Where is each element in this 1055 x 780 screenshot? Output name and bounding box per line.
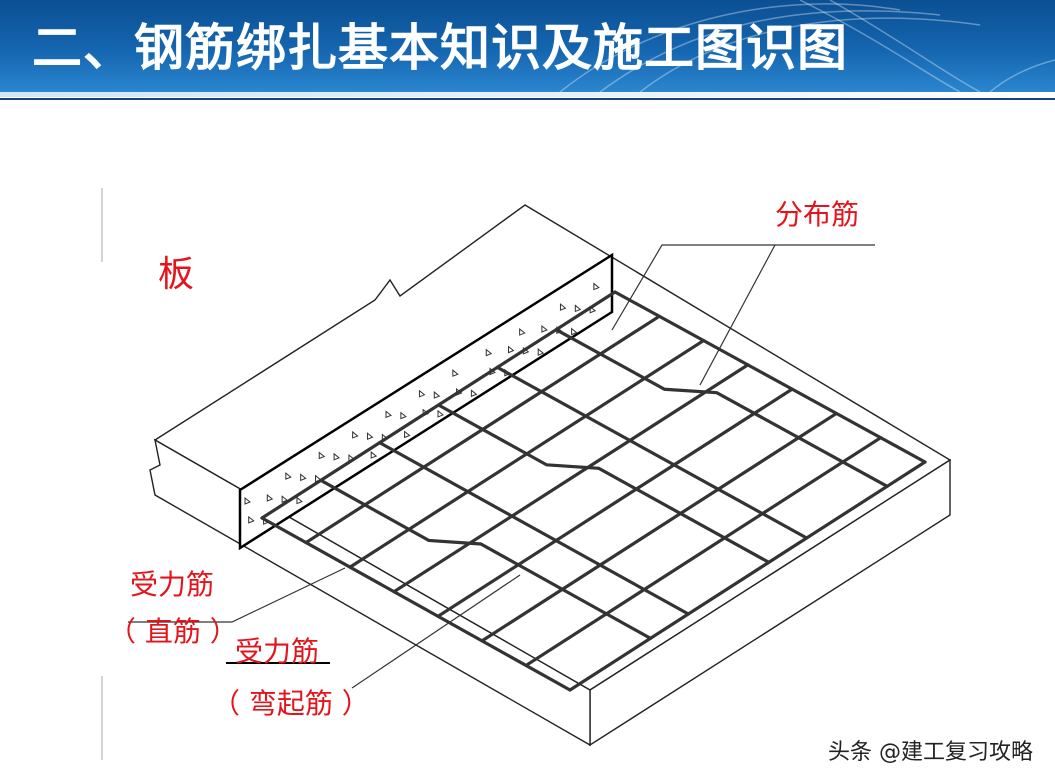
aggregate-mark xyxy=(300,473,307,482)
distribution-bar xyxy=(480,411,839,643)
aggregate-mark xyxy=(519,327,526,336)
aggregate-mark xyxy=(485,348,493,357)
header-divider xyxy=(0,92,1055,97)
aggregate-mark xyxy=(385,410,393,419)
aggregate-mark xyxy=(248,515,255,524)
straight-main-bar xyxy=(260,516,572,692)
straight-main-bar xyxy=(613,290,927,464)
straight-main-bar xyxy=(495,365,809,540)
leader-bent-bar xyxy=(351,574,521,689)
distribution-bar xyxy=(436,387,794,618)
watermark: 头条 @建工复习攻略 xyxy=(828,740,1033,765)
element-label: 板 xyxy=(158,254,195,295)
aggregate-mark xyxy=(437,409,444,418)
header-swoosh-decoration xyxy=(559,0,1055,92)
straight-bar-sublabel: （ 直筋 ） xyxy=(108,615,238,648)
bent-bar-sublabel: （ 弯起筋 ） xyxy=(212,687,370,720)
leader-straight-bar xyxy=(128,567,346,623)
aggregate-mark xyxy=(244,496,251,505)
aggregate-mark xyxy=(593,282,600,291)
aggregate-mark xyxy=(400,411,407,420)
aggregate-mark xyxy=(285,472,292,480)
aggregate-mark xyxy=(508,345,515,354)
page-title: 二、钢筋绑扎基本知识及施工图识图 xyxy=(32,19,848,77)
aggregate-mark xyxy=(296,496,303,505)
slab-section xyxy=(238,252,614,551)
aggregate-mark xyxy=(418,389,426,398)
header-divider-line xyxy=(0,98,1055,100)
straight-bar-label: 受力筋 xyxy=(130,568,215,601)
rebar-grid xyxy=(260,290,927,692)
aggregate-mark xyxy=(370,451,378,459)
straight-main-bar xyxy=(378,441,690,616)
aggregate-mark xyxy=(266,493,274,502)
bent-main-bar xyxy=(319,478,653,640)
aggregate-mark xyxy=(318,451,326,460)
aggregate-mark xyxy=(352,430,359,439)
aggregate-mark xyxy=(574,304,582,313)
distribution-bar xyxy=(568,460,927,692)
aggregate-mark xyxy=(366,432,374,440)
aggregate-mark xyxy=(537,348,545,356)
aggregate-mark xyxy=(281,495,289,504)
aggregate-mark xyxy=(433,391,441,399)
aggregate-mark xyxy=(452,369,459,377)
aggregate-mark xyxy=(541,324,548,333)
bent-main-bar xyxy=(554,328,889,488)
aggregate-mark xyxy=(571,327,578,336)
distribution-bar xyxy=(392,363,750,594)
leader-distribution-bar xyxy=(611,244,875,331)
slab-top-face xyxy=(153,204,952,691)
aggregate-mark xyxy=(470,389,478,398)
bent-bar-label: 受力筋 xyxy=(235,635,320,668)
aggregate-mark xyxy=(333,452,341,461)
slide-header: 二、钢筋绑扎基本知识及施工图识图 xyxy=(0,0,1055,92)
bent-main-bar xyxy=(436,403,771,564)
aggregate-mark xyxy=(559,303,567,311)
distribution-bar xyxy=(524,436,883,668)
distribution-bar-label: 分布筋 xyxy=(775,198,860,231)
aggregate-mark xyxy=(404,430,411,439)
leader-distribution-bar xyxy=(699,244,776,386)
